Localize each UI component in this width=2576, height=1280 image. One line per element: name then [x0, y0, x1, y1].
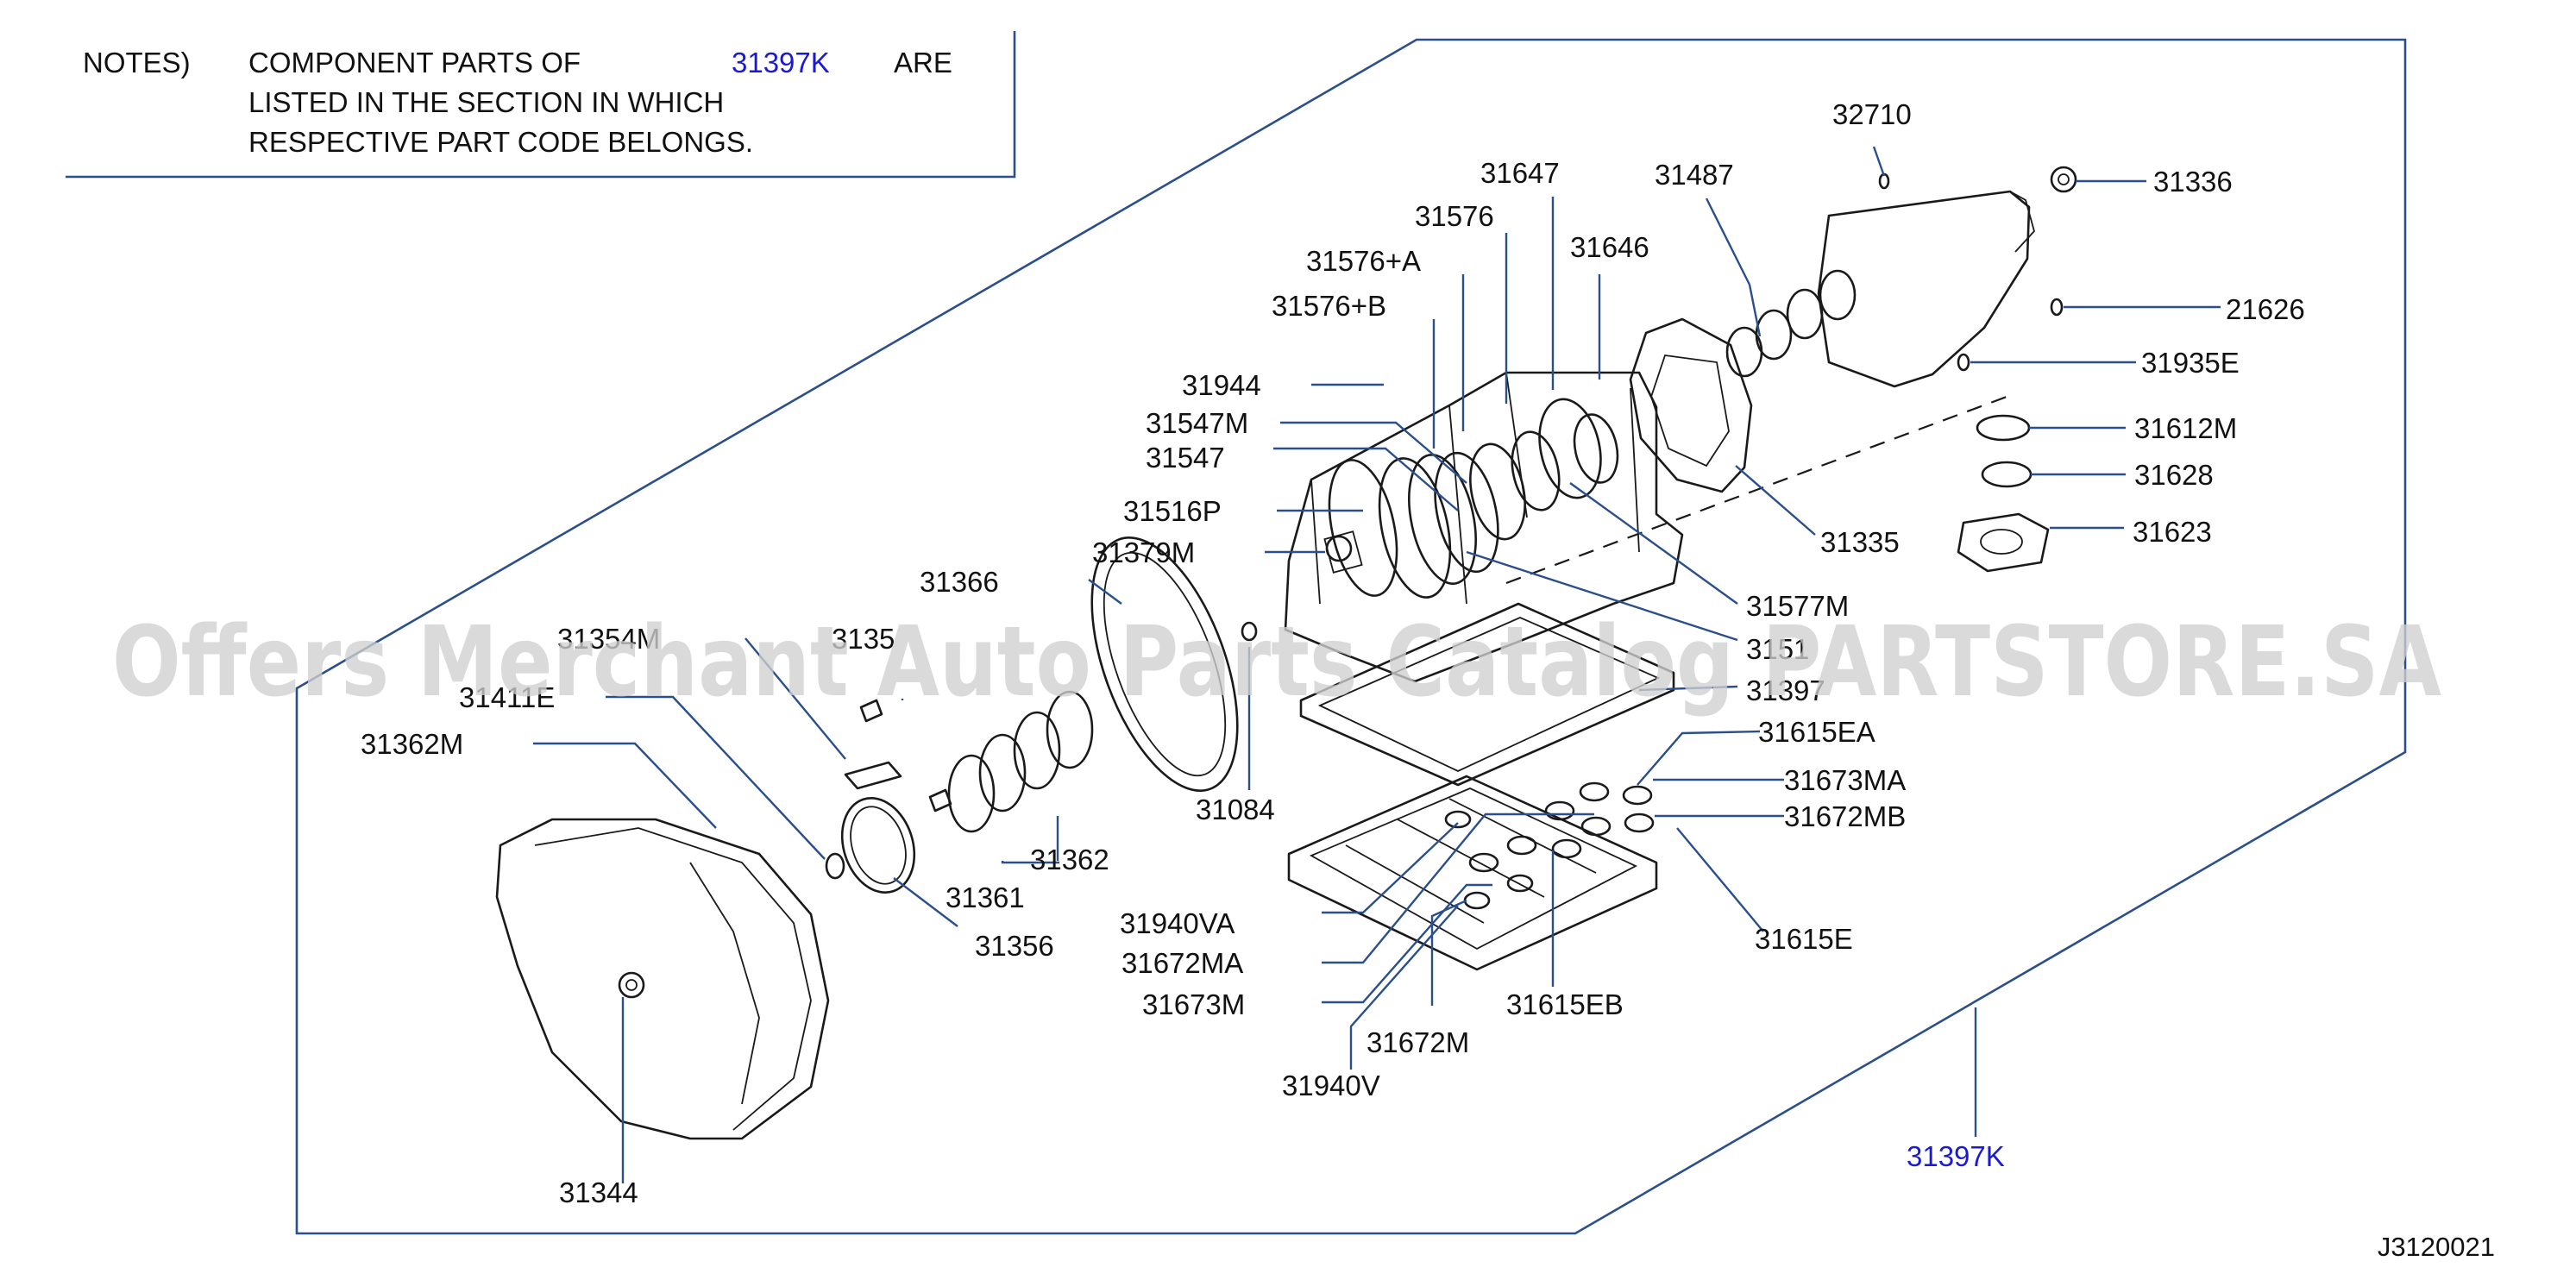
converter-housing-31362m [495, 818, 830, 1140]
label-31615e[interactable]: 31615E [1755, 923, 1853, 955]
label-31547m[interactable]: 31547M [1146, 407, 1248, 439]
label-31940va[interactable]: 31940VA [1120, 907, 1235, 939]
label-31361[interactable]: 31361 [946, 882, 1025, 913]
separator-plate-31366 [1090, 536, 1239, 792]
cover-plate-31623 [1957, 512, 2050, 573]
label-21626[interactable]: 21626 [2226, 293, 2305, 325]
seal-31411e [825, 852, 845, 880]
label-31516p[interactable]: 31516P [1123, 495, 1222, 527]
label-31628[interactable]: 31628 [2134, 459, 2214, 491]
o-ring-21626 [2050, 298, 2064, 317]
label-31576b[interactable]: 31576+B [1272, 290, 1386, 322]
label-31362m[interactable]: 31362M [361, 728, 463, 760]
key-a [859, 699, 883, 723]
label-31615eb[interactable]: 31615EB [1506, 988, 1624, 1020]
label-31612m[interactable]: 31612M [2134, 412, 2237, 444]
label-3151x[interactable]: 3151 [1746, 633, 1809, 665]
label-31379m[interactable]: 31379M [1092, 536, 1195, 568]
leader-lines [533, 146, 2221, 1183]
o-ring-31612m [1976, 414, 2031, 442]
label-31356[interactable]: 31356 [975, 930, 1054, 962]
label-31411e[interactable]: 31411E [459, 681, 555, 713]
label-31940v[interactable]: 31940V [1282, 1070, 1380, 1101]
label-3135x[interactable]: 3135 [832, 623, 895, 655]
label-32710[interactable]: 32710 [1832, 98, 1912, 130]
snap-ring-31354m [844, 761, 902, 790]
label-31646[interactable]: 31646 [1570, 231, 1649, 263]
o-ring-32710 [1878, 173, 1890, 190]
label-31576a[interactable]: 31576+A [1306, 245, 1421, 277]
seal-rings [1725, 269, 1857, 378]
oil-pan [1287, 775, 1658, 971]
o-ring-31628 [1981, 461, 2033, 488]
key-b [928, 788, 952, 813]
label-31397k[interactable]: 31397K [1907, 1140, 2005, 1172]
label-31615ea[interactable]: 31615EA [1758, 716, 1875, 748]
label-31487[interactable]: 31487 [1655, 159, 1734, 191]
kit-frame-outline [295, 38, 2407, 1235]
label-31397[interactable]: 31397 [1746, 675, 1825, 706]
label-31576[interactable]: 31576 [1415, 200, 1494, 232]
label-31673ma[interactable]: 31673MA [1784, 764, 1906, 796]
label-31944[interactable]: 31944 [1182, 369, 1261, 401]
label-31366[interactable]: 31366 [920, 566, 999, 598]
label-31547[interactable]: 31547 [1146, 442, 1225, 474]
valve-body-seals [1444, 781, 1655, 910]
diagram-code: J3120021 [2378, 1232, 2495, 1262]
label-31084[interactable]: 31084 [1196, 794, 1275, 825]
label-31647[interactable]: 31647 [1480, 157, 1560, 189]
label-31362[interactable]: 31362 [1030, 844, 1109, 875]
notes-line-1: COMPONENT PARTS OF [248, 47, 581, 78]
part-labels: 32710 31336 31487 31647 31576 31576+A 31… [361, 98, 2305, 1208]
notes-label: NOTES) [83, 47, 191, 78]
notes-box: NOTES) COMPONENT PARTS OF 31397K ARE LIS… [66, 31, 1016, 179]
extension-housing [1817, 166, 2077, 388]
notes-kit-code[interactable]: 31397K [732, 47, 830, 78]
label-31672ma[interactable]: 31672MA [1122, 947, 1243, 979]
label-31577m[interactable]: 31577M [1746, 590, 1849, 622]
friction-rings [947, 690, 1094, 833]
notes-line-2: LISTED IN THE SECTION IN WHICH [248, 86, 724, 118]
label-31354m[interactable]: 31354M [557, 623, 660, 655]
assembly-guide-line [1505, 395, 2007, 585]
label-31673m[interactable]: 31673M [1142, 988, 1245, 1020]
notes-line-1-end: ARE [894, 47, 952, 78]
label-31336[interactable]: 31336 [2153, 166, 2233, 198]
label-31935e[interactable]: 31935E [2141, 347, 2240, 379]
label-31672mb[interactable]: 31672MB [1784, 800, 1906, 832]
adapter-gasket [1629, 317, 1753, 493]
label-31344[interactable]: 31344 [559, 1176, 638, 1208]
watermark-text: Offers Merchant Auto Parts Catalog PARTS… [112, 606, 2441, 718]
label-31335[interactable]: 31335 [1820, 526, 1900, 558]
notes-line-3: RESPECTIVE PART CODE BELONGS. [248, 126, 753, 158]
label-31672m[interactable]: 31672M [1367, 1026, 1469, 1058]
o-ring-31935e [1957, 353, 1970, 372]
transmission-case [1284, 371, 1684, 683]
notes-box-border [66, 31, 1016, 179]
label-31623[interactable]: 31623 [2133, 516, 2212, 548]
o-ring-31084 [1241, 621, 1258, 642]
retaining-ring-31356 [840, 797, 916, 894]
oil-pan-gasket [1299, 602, 1675, 787]
clutch-pack [1328, 398, 1619, 599]
